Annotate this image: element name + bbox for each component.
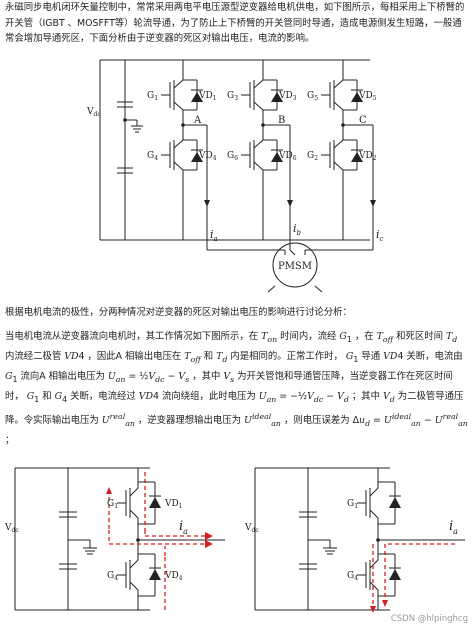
vd1-label: VD1 bbox=[198, 91, 217, 102]
half-bridge-normal-diagram: Vdc G1 VD1 G4 VD4 ia bbox=[5, 467, 225, 611]
node-c-label: C bbox=[359, 115, 367, 126]
ic-label: ic bbox=[376, 228, 384, 243]
fig2-g1-label: G1 bbox=[107, 499, 118, 510]
watermark: CSDN @hlpinghcg bbox=[390, 614, 468, 624]
g4-label: G4 bbox=[147, 151, 158, 162]
ia-label: ia bbox=[210, 228, 218, 243]
fig2-vdc-label: Vdc bbox=[5, 523, 19, 534]
fig2-ia-label: ia bbox=[179, 519, 188, 536]
ib-label: ib bbox=[293, 222, 302, 237]
fig2-vd4-label: VD4 bbox=[164, 571, 183, 582]
fig3-g1-label: G1 bbox=[347, 499, 358, 510]
g3-label: G3 bbox=[227, 91, 238, 102]
fig2-vd1-label: VD1 bbox=[164, 499, 183, 510]
fig2-g4-label: G4 bbox=[107, 571, 118, 582]
analysis-intro: 根据电机电流的极性，分两种情况对逆变器的死区对输出电压的影响进行讨论分析： bbox=[5, 307, 352, 318]
vd5-label: VD5 bbox=[358, 91, 377, 102]
fig3-vdc-label: Vdc bbox=[245, 523, 259, 534]
g5-label: G5 bbox=[307, 91, 318, 102]
vd3-label: VD3 bbox=[278, 91, 297, 102]
fig3-g4-label: G4 bbox=[347, 571, 358, 582]
g6-label: G6 bbox=[227, 151, 238, 162]
intro-paragraph: 永磁同步电机闭环矢量控制中，常常采用两电平电压源型逆变器给电机供电，如下图所示，… bbox=[5, 2, 465, 45]
node-a-label: A bbox=[193, 115, 202, 126]
g1-label: G1 bbox=[147, 91, 158, 102]
half-bridge-deadtime-diagram: Vdc G1 G4 ia bbox=[245, 467, 465, 613]
vd2-label: VD2 bbox=[358, 151, 377, 162]
pmsm-label: PMSM bbox=[278, 261, 312, 272]
vdc-label: Vdc bbox=[86, 107, 101, 118]
g2-label: G2 bbox=[307, 151, 318, 162]
fig3-ia-label: ia bbox=[449, 519, 458, 536]
node-b-label: B bbox=[278, 115, 285, 126]
inverter-circuit-diagram: Vdc G1 VD1 G4 VD4 G3 VD3 G6 VD6 G5 VD5 G… bbox=[86, 59, 384, 293]
vd6-label: VD6 bbox=[278, 151, 297, 162]
vd4-label: VD4 bbox=[198, 151, 217, 162]
analysis-body: 当电机电流从逆变器流向电机时，其工作情况如下图所示，在 Ton 时间内，流经 G… bbox=[5, 331, 468, 446]
